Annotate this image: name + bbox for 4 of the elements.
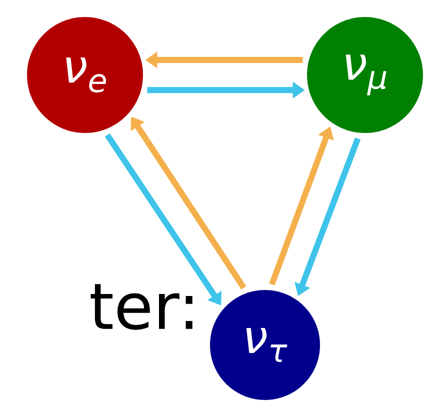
sphere: ν$_{μ}$ <box>307 17 423 133</box>
cut-off-text: ter: <box>90 284 192 330</box>
sphere: ν$_{τ}$ <box>210 290 320 400</box>
sphere: ν$_{e}$ <box>27 17 143 133</box>
